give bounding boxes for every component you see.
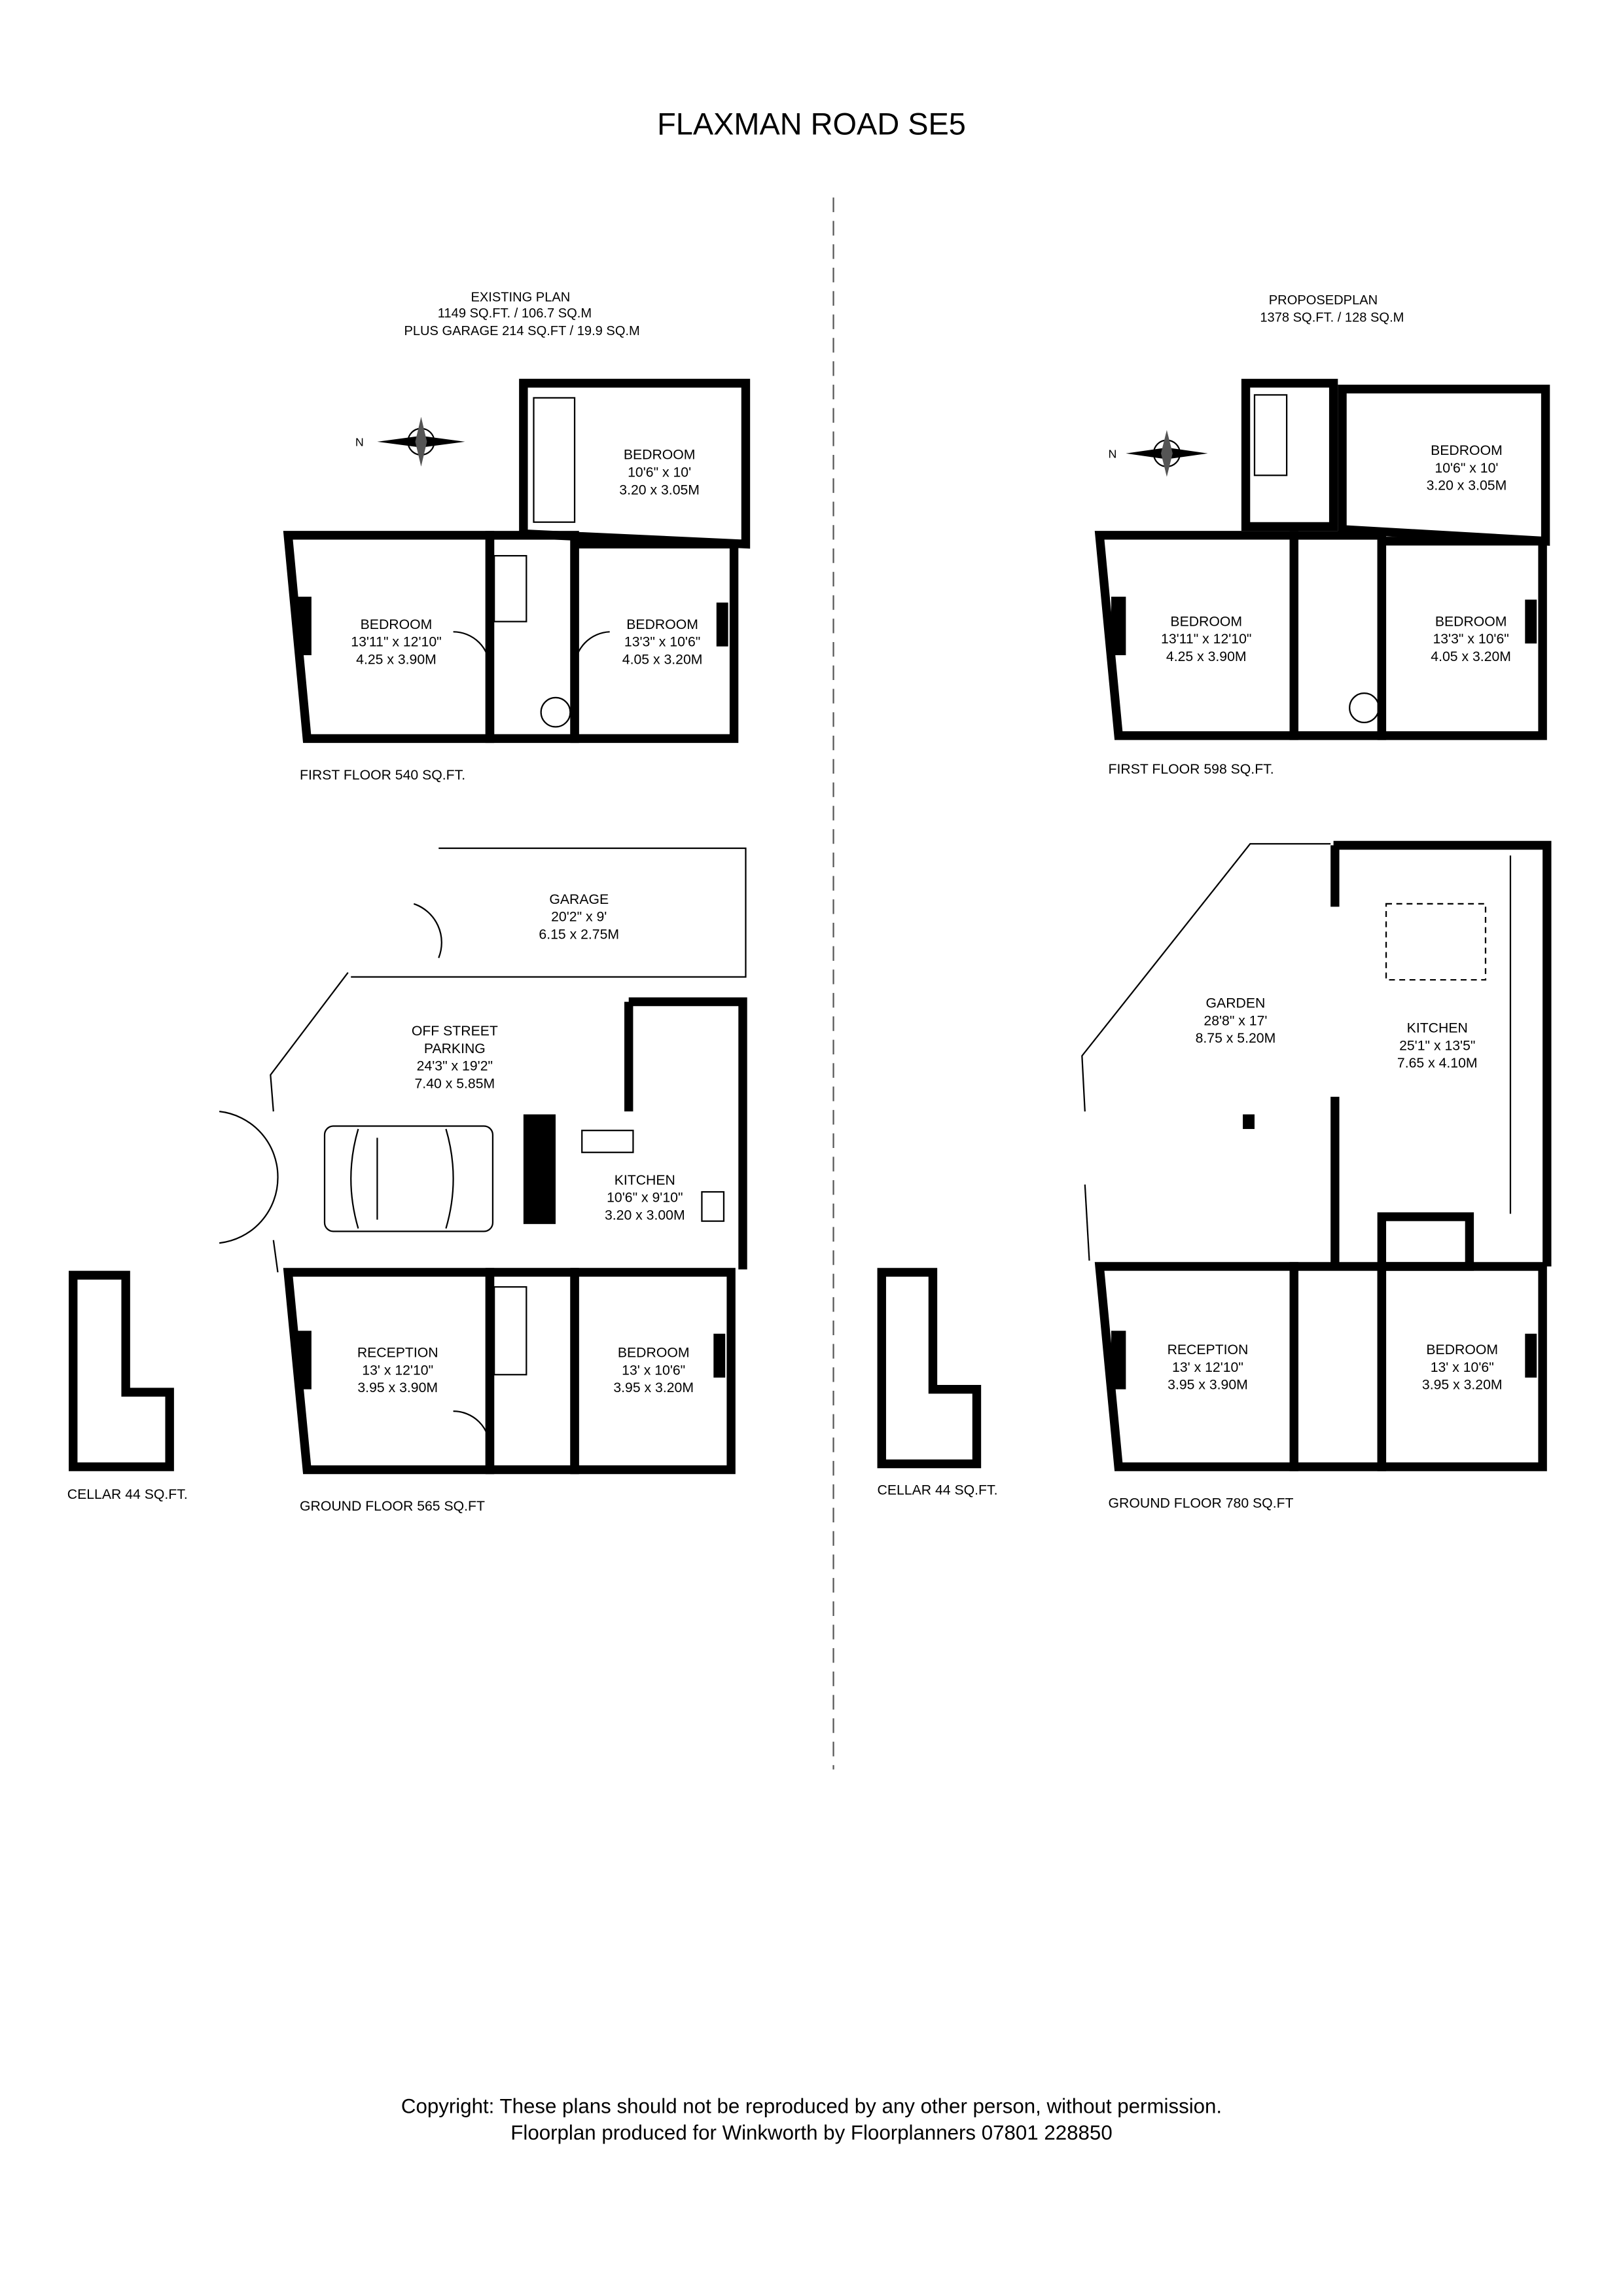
room-size-imperial: 20'2" x 9'	[551, 910, 607, 925]
room-name: OFF STREET	[412, 1024, 498, 1039]
room-size-imperial: 13' x 10'6"	[1431, 1360, 1494, 1375]
room-name: BEDROOM	[624, 448, 696, 463]
proposed-first-floor	[1094, 378, 1550, 740]
svg-text:N: N	[355, 436, 364, 449]
room-name: BEDROOM	[1426, 1342, 1498, 1357]
room-name: KITCHEN	[615, 1173, 675, 1188]
existing-heading: EXISTING PLAN	[471, 290, 570, 304]
floor-label: CELLAR 44 SQ.FT.	[878, 1483, 998, 1498]
room-name: BEDROOM	[1435, 614, 1507, 629]
proposed-area: 1378 SQ.FT. / 128 SQ.M	[1260, 311, 1404, 325]
room-size-imperial: 13' x 12'10"	[1172, 1360, 1243, 1375]
floor-label: FIRST FLOOR 598 SQ.FT.	[1109, 762, 1274, 777]
room-size-metric: 4.25 x 3.90M	[1166, 649, 1247, 664]
room-name: RECEPTION	[357, 1345, 438, 1360]
proposed-heading: PROPOSEDPLAN	[1269, 293, 1378, 308]
proposed-ground-floor	[1081, 840, 1552, 1471]
floor-label: GROUND FLOOR 780 SQ.FT	[1109, 1496, 1294, 1511]
floor-label: FIRST FLOOR 540 SQ.FT.	[300, 768, 465, 783]
existing-garage-area: PLUS GARAGE 214 SQ.FT / 19.9 SQ.M	[404, 324, 639, 338]
page-title: FLAXMAN ROAD SE5	[657, 107, 966, 141]
room-name: GARAGE	[549, 892, 609, 907]
room-name-line2: PARKING	[424, 1041, 486, 1056]
compass-icon: N	[1109, 429, 1208, 477]
room-name: GARDEN	[1206, 996, 1266, 1011]
room-name: RECEPTION	[1168, 1342, 1249, 1357]
room-name: BEDROOM	[626, 617, 698, 632]
room-size-metric: 6.15 x 2.75M	[539, 927, 619, 942]
room-size-imperial: 10'6" x 10'	[1435, 461, 1498, 476]
room-size-imperial: 28'8" x 17'	[1204, 1013, 1267, 1028]
room-name: BEDROOM	[1431, 443, 1503, 458]
car-icon	[323, 1125, 494, 1232]
producer-text: Floorplan produced for Winkworth by Floo…	[510, 2121, 1112, 2144]
room-size-imperial: 13'11" x 12'10"	[1161, 632, 1251, 647]
room-name: BEDROOM	[1170, 614, 1242, 629]
cellar-outline	[877, 1268, 982, 1469]
room-size-metric: 4.05 x 3.20M	[1431, 649, 1511, 664]
floor-label: GROUND FLOOR 565 SQ.FT	[300, 1499, 485, 1514]
room-name: BEDROOM	[361, 617, 433, 632]
room-name: KITCHEN	[1407, 1020, 1468, 1035]
room-size-imperial: 13'11" x 12'10"	[351, 635, 441, 650]
existing-first-floor	[283, 378, 751, 744]
room-name: BEDROOM	[618, 1345, 690, 1360]
room-size-metric: 4.05 x 3.20M	[622, 652, 703, 667]
room-size-imperial: 13' x 10'6"	[622, 1363, 685, 1378]
room-size-metric: 7.65 x 4.10M	[1397, 1056, 1478, 1071]
room-size-imperial: 10'6" x 9'10"	[607, 1191, 683, 1206]
room-size-imperial: 13'3" x 10'6"	[1433, 632, 1508, 647]
room-size-imperial: 25'1" x 13'5"	[1399, 1038, 1475, 1053]
room-size-metric: 3.95 x 3.20M	[1422, 1378, 1503, 1393]
room-size-metric: 3.20 x 3.00M	[605, 1208, 685, 1223]
existing-ground-floor	[219, 847, 747, 1475]
room-size-imperial: 13' x 12'10"	[362, 1363, 433, 1378]
room-size-imperial: 24'3" x 19'2"	[417, 1059, 493, 1074]
floor-label: CELLAR 44 SQ.FT.	[67, 1487, 188, 1502]
room-size-imperial: 13'3" x 10'6"	[624, 635, 700, 650]
compass-icon: N	[355, 416, 465, 467]
room-size-metric: 3.95 x 3.90M	[357, 1380, 438, 1395]
room-size-metric: 3.20 x 3.05M	[1427, 478, 1507, 493]
existing-area: 1149 SQ.FT. / 106.7 SQ.M	[438, 306, 592, 321]
cellar-outline	[69, 1270, 174, 1471]
room-size-metric: 3.20 x 3.05M	[619, 482, 700, 497]
room-size-metric: 7.40 x 5.85M	[415, 1076, 495, 1091]
room-size-metric: 4.25 x 3.90M	[356, 652, 437, 667]
room-size-metric: 8.75 x 5.20M	[1196, 1031, 1276, 1046]
room-size-imperial: 10'6" x 10'	[628, 465, 691, 480]
copyright-text: Copyright: These plans should not be rep…	[401, 2095, 1222, 2118]
room-size-metric: 3.95 x 3.90M	[1168, 1378, 1248, 1393]
room-size-metric: 3.95 x 3.20M	[613, 1380, 694, 1395]
svg-text:N: N	[1109, 447, 1117, 460]
